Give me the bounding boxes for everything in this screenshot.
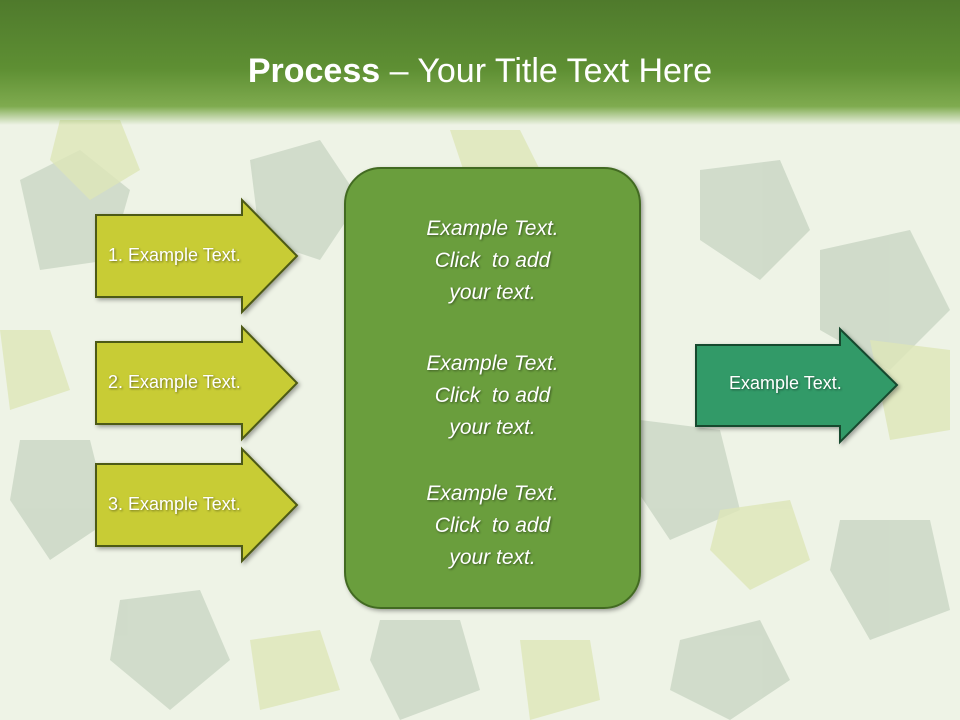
text-line: Click to add [434,514,551,537]
center-text-block-1: Example Text. Click to add your text. [345,213,640,309]
input-arrow-3[interactable] [95,446,299,564]
text-line: your text. [449,281,536,304]
input-arrow-1[interactable] [95,197,299,315]
title-bold: Process [247,52,381,90]
input-arrow-1-label: 1. Example Text. [108,245,241,265]
text-line: Example Text. [426,352,559,375]
output-arrow-label: Example Text. [729,373,842,393]
title-bar [0,0,960,125]
input-arrow-3-label: 3. Example Text. [108,494,241,514]
text-line: your text. [449,416,536,439]
center-text-block-3: Example Text. Click to add your text. [345,478,640,574]
center-process-box[interactable] [344,167,641,609]
output-arrow[interactable] [695,326,899,445]
text-line: Example Text. [426,217,559,240]
slide-title: Process – Your Title Text Here [0,52,960,91]
title-rest: – Your Title Text Here [380,52,713,90]
text-line: Click to add [434,384,551,407]
text-line: Example Text. [426,482,559,505]
text-line: Click to add [434,249,551,272]
input-arrow-2[interactable] [95,324,299,442]
center-text-block-2: Example Text. Click to add your text. [345,348,640,444]
input-arrow-2-label: 2. Example Text. [108,372,241,392]
text-line: your text. [449,546,536,569]
